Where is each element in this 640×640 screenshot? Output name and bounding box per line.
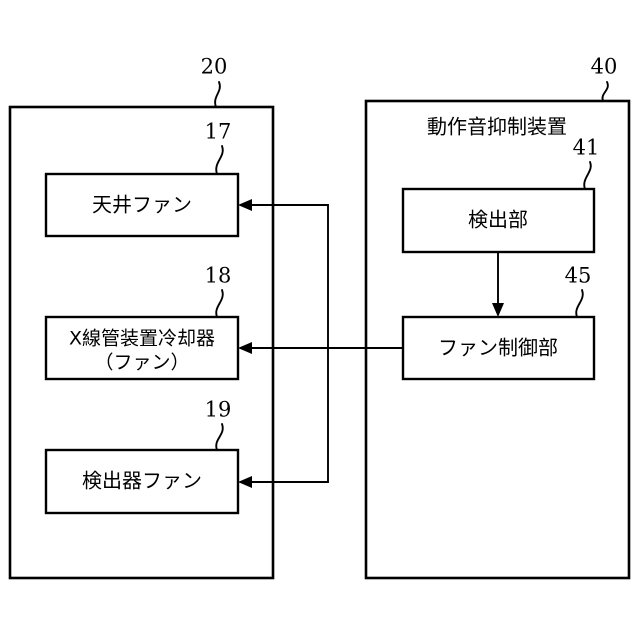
ref-number-41: 41	[573, 136, 600, 160]
ref-number-40: 40	[591, 55, 618, 79]
block-detector-fan[interactable]	[44, 448, 240, 515]
block-label-ceiling-fan: 天井ファン	[92, 193, 192, 217]
leader-line-18	[215, 289, 224, 318]
group-title-noise-suppression: 動作音抑制装置	[427, 115, 567, 139]
ref-number-45: 45	[565, 264, 592, 288]
ref-number-20: 20	[201, 55, 228, 79]
leader-line-19	[215, 423, 224, 451]
leader-line-41	[583, 161, 592, 190]
block-label-xray-tube-cooler-line2: （ファン）	[94, 352, 189, 374]
block-label-fan-control-unit: ファン制御部	[438, 336, 558, 360]
arrowhead-ceiling-fan	[238, 199, 252, 211]
arrowhead-detection-to-fan-control	[492, 303, 504, 317]
leader-line-40	[601, 81, 609, 102]
connector-branch-trunk	[246, 204, 329, 348]
arrowhead-xray-cooler	[238, 342, 252, 354]
block-label-detector-fan: 検出器ファン	[82, 469, 202, 493]
arrowhead-detector-fan	[238, 476, 252, 488]
ref-number-18: 18	[205, 264, 232, 288]
connector-branch-trunk-lower	[246, 348, 329, 483]
leader-line-20	[214, 81, 221, 108]
block-label-detection-unit: 検出部	[468, 208, 528, 232]
block-detection-unit[interactable]	[401, 187, 596, 254]
ref-number-19: 19	[205, 398, 232, 422]
block-fan-control-unit[interactable]	[401, 315, 596, 381]
block-label-xray-tube-cooler-line1: X線管装置冷却器	[69, 328, 215, 350]
leader-line-45	[575, 289, 584, 318]
block-ceiling-fan[interactable]	[44, 172, 240, 238]
ref-number-17: 17	[205, 120, 232, 144]
leader-line-17	[215, 145, 224, 175]
